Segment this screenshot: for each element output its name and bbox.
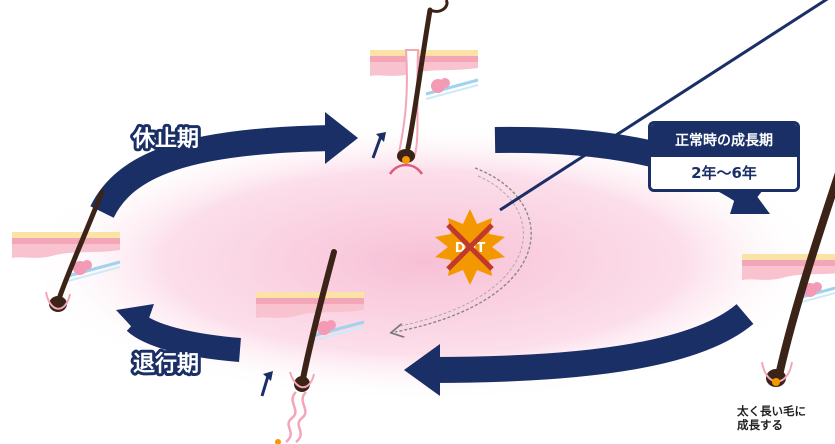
caption-line-2: 成長する (737, 418, 833, 432)
catagen-label: 退行期 (133, 351, 199, 377)
anagen-duration: 2年〜6年 (651, 157, 797, 189)
long-hair-caption: 太く長い毛に 成長する (737, 404, 833, 432)
caption-line-1: 太く長い毛に (737, 404, 833, 418)
anagen-title: 正常時の成長期 (651, 124, 797, 157)
anagen-badge: 正常時の成長期 2年〜6年 (648, 121, 800, 192)
telogen-label: 休止期 (132, 127, 199, 152)
